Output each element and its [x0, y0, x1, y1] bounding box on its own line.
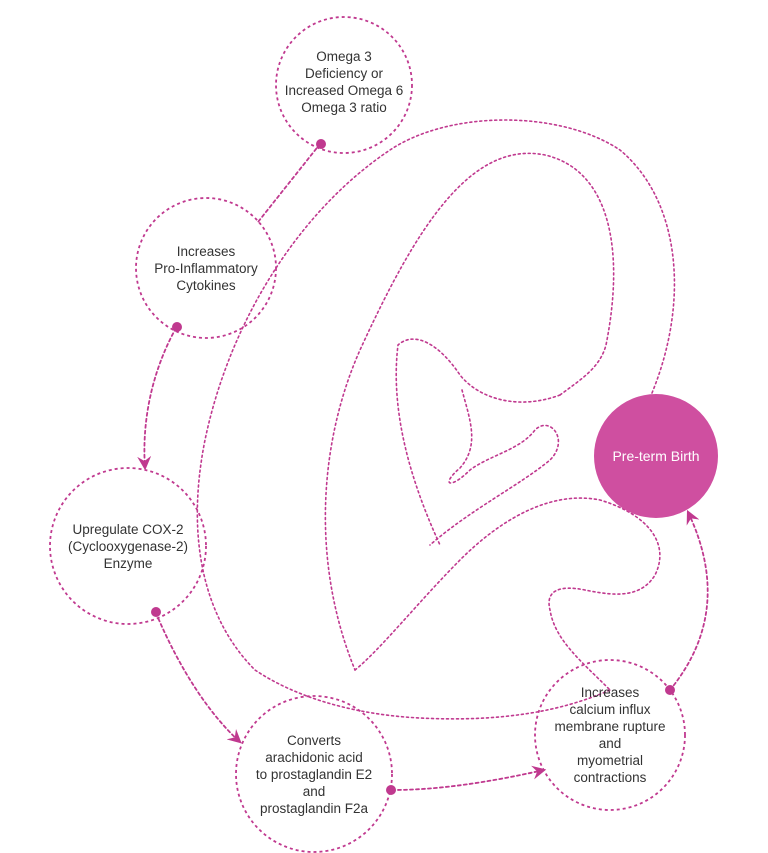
connector-dot-omega: [316, 139, 326, 149]
connector-dot-prostaglandin: [386, 785, 396, 795]
node-prostaglandin-circle: [235, 695, 393, 853]
node-cytokines-circle: [135, 197, 277, 339]
node-preterm-label: Pre-term Birth: [612, 447, 700, 464]
node-calcium-label: Increases calcium influx membrane ruptur…: [554, 685, 666, 785]
fetus-head-outline: [395, 338, 561, 546]
node-cytokines-label: Increases Pro-Inflammatory Cytokines: [154, 243, 258, 293]
fetus-leg-outline: [354, 497, 661, 691]
connector-dot-calcium: [665, 685, 675, 695]
node-preterm-circle: [594, 394, 718, 518]
fetus-illustration: [196, 119, 676, 720]
flow-edges: [137, 143, 709, 791]
edge-prostaglandin-to-calcium: [391, 765, 547, 791]
edge-omega-to-cytokines: [257, 143, 321, 223]
connector-dot-cytokines: [172, 322, 182, 332]
flow-nodes: [49, 16, 718, 853]
connector-dot-cox2: [151, 607, 161, 617]
node-omega-label: Omega 3 Deficiency or Increased Omega 6 …: [284, 49, 404, 115]
fetus-back-outline: [324, 152, 615, 671]
connector-dots: [151, 139, 675, 795]
node-cox2-circle: [49, 467, 207, 625]
edge-calcium-to-preterm: [669, 509, 709, 691]
node-omega-circle: [275, 16, 413, 154]
womb-outline: [196, 119, 676, 720]
node-prostaglandin-label: Converts arachidonic acid to prostagland…: [255, 732, 373, 816]
edge-cox2-to-prostaglandin: [155, 612, 242, 744]
node-cox2-label: Upregulate COX-2 (Cyclooxygenase-2) Enzy…: [67, 521, 189, 571]
fetus-arm-outline: [429, 389, 560, 546]
node-calcium-circle: [534, 659, 686, 811]
edge-cytokines-to-cox2: [137, 327, 177, 471]
